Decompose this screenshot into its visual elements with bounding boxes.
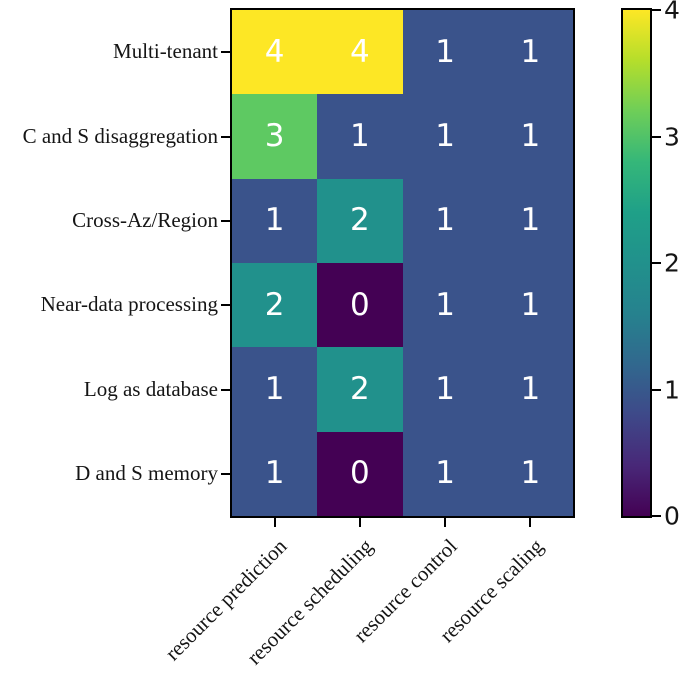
heatmap-cell-value: 1: [435, 370, 455, 407]
y-tick-label: Multi-tenant: [113, 39, 218, 64]
x-axis-tick: [444, 518, 447, 527]
y-tick-label: Cross-Az/Region: [72, 207, 218, 232]
heatmap-cell: 1: [317, 94, 403, 179]
heatmap-cell-value: 1: [435, 117, 455, 154]
heatmap-cell: 1: [487, 178, 573, 263]
heatmap-cell-value: 2: [264, 286, 285, 323]
heatmap-cell: 1: [487, 10, 573, 95]
x-axis-tick: [273, 518, 276, 527]
heatmap-cell-value: 4: [350, 33, 370, 70]
colorbar-tick-label: 1: [664, 375, 680, 404]
heatmap-cell: 1: [487, 431, 573, 516]
heatmap-cell: 1: [402, 94, 488, 179]
colorbar-tick-label: 3: [664, 122, 680, 151]
heatmap-cell: 3: [232, 94, 318, 179]
y-axis-tick: [221, 472, 230, 475]
x-axis-tick: [358, 518, 361, 527]
heatmap-cell-value: 1: [350, 117, 370, 154]
heatmap-cell: 2: [317, 347, 403, 432]
colorbar-tick: [652, 135, 661, 138]
colorbar-tick: [652, 262, 661, 264]
y-tick-label: Near-data processing: [40, 292, 218, 317]
heatmap-cell: 1: [487, 94, 573, 179]
heatmap-cell: 4: [317, 10, 403, 95]
heatmap-cell: 1: [232, 431, 318, 516]
heatmap-cell-value: 1: [264, 202, 285, 239]
y-axis-tick: [221, 51, 230, 54]
heatmap-cell-value: 1: [435, 286, 455, 323]
heatmap-cell: 1: [232, 178, 318, 263]
heatmap-cell-value: 1: [520, 455, 541, 492]
heatmap-cell-value: 1: [520, 286, 541, 323]
heatmap-cell-value: 1: [264, 455, 285, 492]
heatmap-cell: 1: [232, 347, 318, 432]
heatmap-cell: 2: [232, 263, 318, 348]
heatmap-cell-value: 0: [350, 455, 370, 492]
colorbar-tick: [652, 388, 661, 391]
colorbar-tick: [652, 515, 661, 517]
heatmap-cell-value: 1: [264, 370, 285, 407]
heatmap-cell: 0: [317, 263, 403, 348]
heatmap-cell-value: 1: [520, 202, 541, 239]
heatmap-cell: 4: [232, 10, 318, 95]
heatmap-cell-value: 0: [350, 286, 370, 323]
heatmap-cell: 0: [317, 431, 403, 516]
heatmap-cell: 1: [402, 347, 488, 432]
heatmap-cell: 1: [487, 263, 573, 348]
y-tick-label: D and S memory: [75, 460, 218, 485]
heatmap-cell-value: 1: [435, 202, 455, 239]
heatmap-cell: 1: [402, 431, 488, 516]
heatmap-cell: 2: [317, 178, 403, 263]
heatmap-cell-value: 1: [520, 33, 541, 70]
colorbar: [621, 8, 652, 518]
heatmap-cell-value: 1: [435, 33, 455, 70]
heatmap-plot-area: 4 4 1 1 3 1 1 1 1 2 1 1 2 0 1 1 1 2 1 1 1 0 1 1: [230, 8, 575, 518]
y-axis-tick: [221, 388, 230, 391]
heatmap-cell: 1: [402, 263, 488, 348]
heatmap-cell-value: 3: [264, 117, 285, 154]
heatmap-cell: 1: [402, 178, 488, 263]
heatmap-cell-value: 2: [350, 370, 370, 407]
heatmap-cell-value: 1: [435, 455, 455, 492]
y-axis-tick: [221, 135, 230, 138]
heatmap-cell-value: 1: [520, 117, 541, 154]
heatmap-cell-value: 2: [350, 202, 370, 239]
colorbar-tick-label: 4: [664, 0, 680, 25]
colorbar-tick-label: 0: [664, 501, 680, 531]
x-axis-tick: [529, 518, 532, 527]
heatmap-cell: 1: [487, 347, 573, 432]
y-axis-tick: [221, 219, 230, 222]
colorbar-tick-label: 2: [664, 248, 680, 278]
colorbar-tick: [652, 9, 661, 11]
y-tick-label: C and S disaggregation: [22, 123, 218, 148]
heatmap-cell-value: 4: [264, 33, 285, 70]
y-tick-label: Log as database: [83, 376, 218, 401]
heatmap-cell: 1: [402, 10, 488, 95]
heatmap-cell-value: 1: [520, 370, 541, 407]
y-axis-tick: [221, 304, 230, 307]
